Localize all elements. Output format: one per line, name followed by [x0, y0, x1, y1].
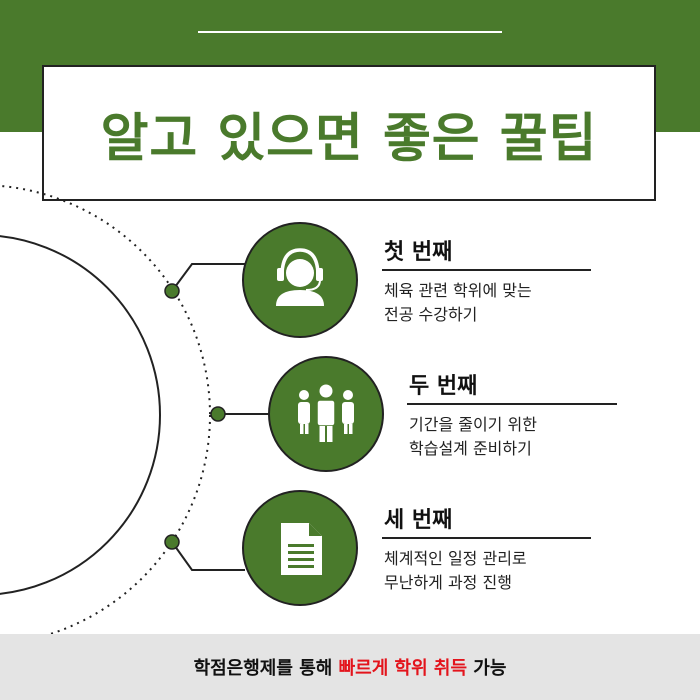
- tip-3-line-1: 체계적인 일정 관리로: [384, 549, 527, 568]
- tip-1-heading: 첫 번째: [384, 240, 453, 265]
- tip-1-description: 체육 관련 학위에 맞는 전공 수강하기: [384, 279, 532, 327]
- tip-2-line-1: 기간을 줄이기 위한: [409, 415, 537, 434]
- page-title: 알고 있으면 좋은 꿀팁: [100, 108, 598, 169]
- group-people-icon: [298, 384, 354, 442]
- headset-user-icon: [276, 248, 324, 306]
- connector-dot-2: [210, 406, 226, 422]
- tip-3-description: 체계적인 일정 관리로 무난하게 과정 진행: [384, 547, 527, 595]
- tip-2-heading: 두 번째: [409, 374, 478, 399]
- inner-circle: [0, 235, 161, 595]
- connector-dot-3: [164, 534, 180, 550]
- document-icon: [281, 523, 322, 575]
- tip-2-line-2: 학습설계 준비하기: [409, 439, 532, 458]
- footer-text-post: 가능: [467, 658, 507, 679]
- footer-highlight: 빠르게 학위 취득: [338, 658, 468, 679]
- connector-3: [171, 541, 245, 571]
- tip-1-line-2: 전공 수강하기: [384, 305, 478, 324]
- connector-dot-1: [164, 283, 180, 299]
- tip-3-line-2: 무난하게 과정 진행: [384, 573, 512, 592]
- top-divider-line: [198, 31, 502, 33]
- connector-1: [171, 263, 245, 292]
- footer-text: 학점은행제를 통해 빠르게 학위 취득 가능: [194, 654, 507, 680]
- tip-3-heading: 세 번째: [384, 508, 453, 533]
- tip-2-description: 기간을 줄이기 위한 학습설계 준비하기: [409, 413, 537, 461]
- outer-dotted-circle: [0, 184, 211, 646]
- footer-band: 학점은행제를 통해 빠르게 학위 취득 가능: [0, 634, 700, 700]
- tip-1-line-1: 체육 관련 학위에 맞는: [384, 281, 532, 300]
- title-box: 알고 있으면 좋은 꿀팁: [42, 65, 656, 201]
- footer-text-pre: 학점은행제를 통해: [193, 658, 339, 679]
